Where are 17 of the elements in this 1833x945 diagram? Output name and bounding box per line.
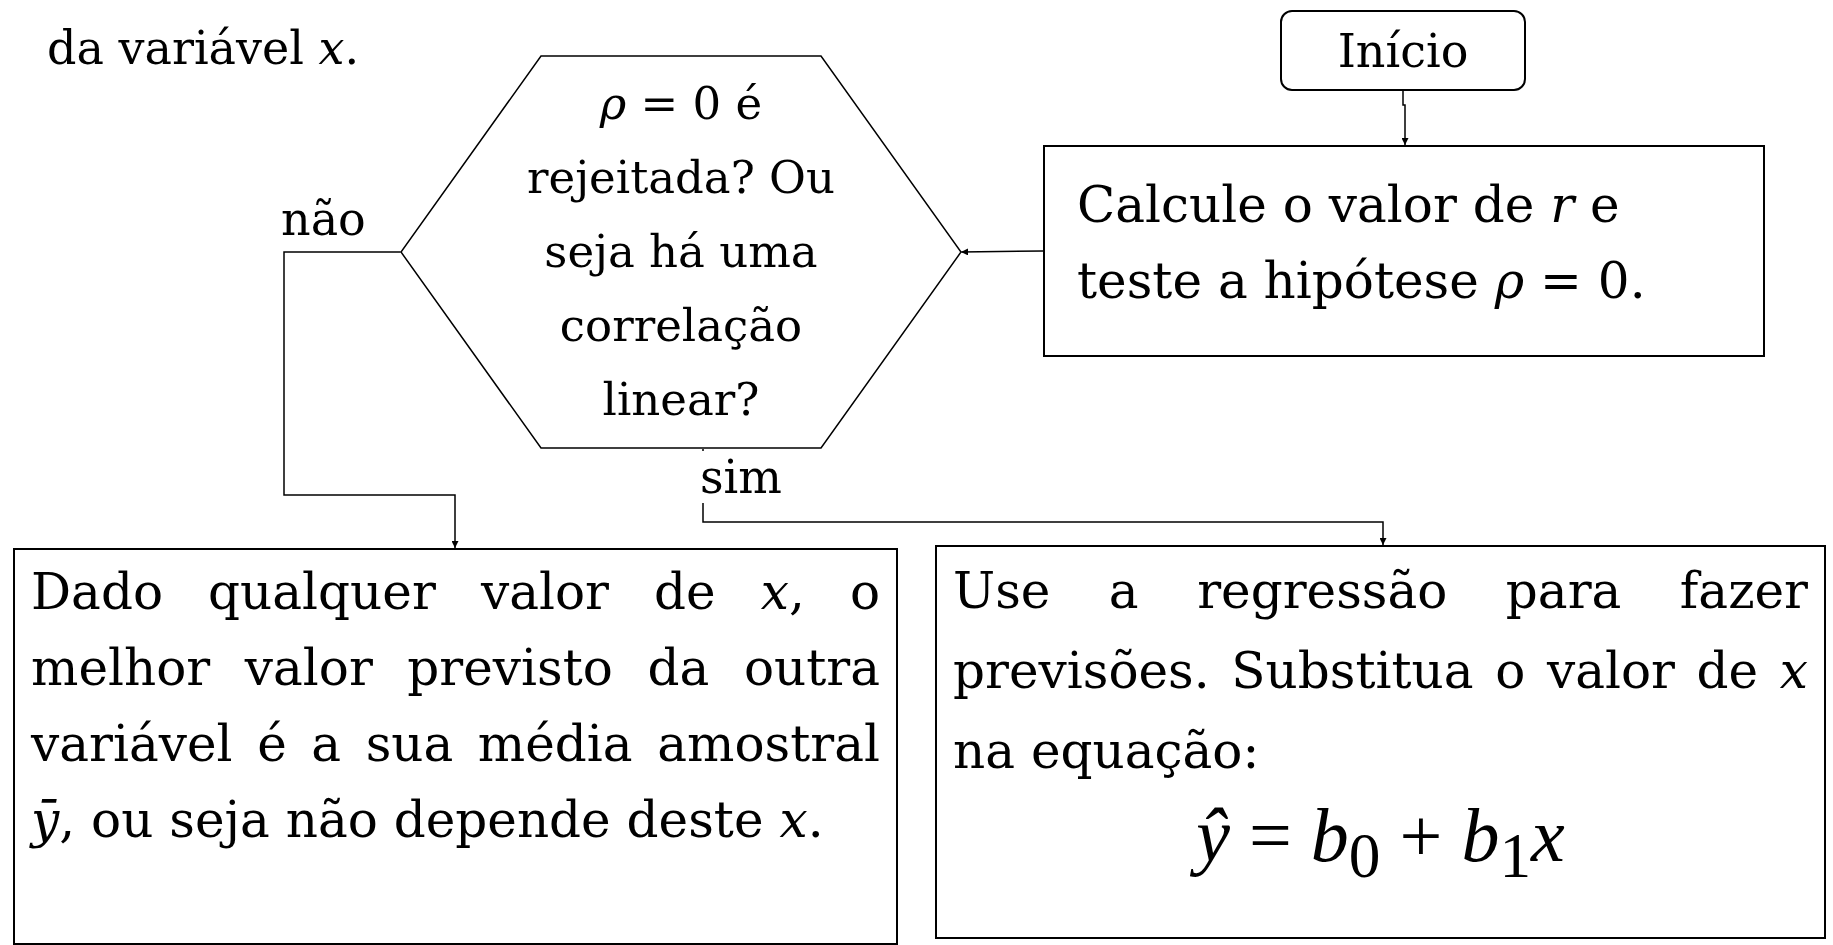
process-box bbox=[935, 545, 1826, 939]
box-text: Dado qualquer valor de x, o melhor valor previsto da outra variável é a sua média amostral ȳ, ou seja não depende deste x. bbox=[31, 562, 880, 851]
process-box bbox=[1043, 145, 1765, 357]
connector-arrow bbox=[283, 251, 459, 549]
text-fragment: da variável x. bbox=[47, 20, 360, 76]
process-box bbox=[13, 548, 898, 945]
regression-equation: ŷ = b$_{0}$ + b$_{1}$x bbox=[937, 785, 1824, 907]
connector-arrow bbox=[702, 448, 1387, 546]
box-text: Calcule o valor de r e teste a hipótese ρ = 0. bbox=[1077, 175, 1647, 312]
connector-arrow bbox=[960, 248, 1044, 256]
connector-arrow bbox=[1401, 90, 1409, 146]
start-terminal bbox=[1280, 10, 1526, 91]
edge-label: sim bbox=[700, 451, 782, 503]
decision-hexagon bbox=[401, 55, 961, 449]
decision-text: ρ = 0 é rejeitada? Ou seja há uma correlação linear? bbox=[526, 76, 836, 428]
box-text: Use a regressão para fazer previsões. Substitua o valor de x na equação: bbox=[953, 561, 1808, 782]
terminal-label: Início bbox=[1337, 22, 1469, 79]
